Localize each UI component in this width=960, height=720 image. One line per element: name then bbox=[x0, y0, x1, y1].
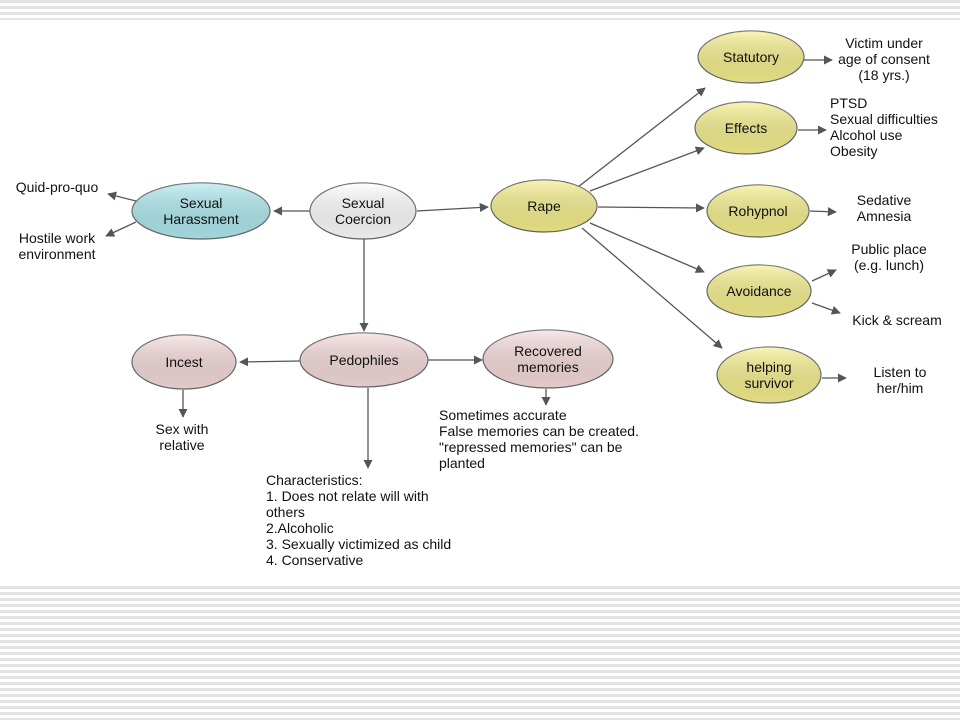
node-label-statutory-line-0: Statutory bbox=[723, 49, 779, 65]
node-label-helping-survivor-line-0: helping bbox=[746, 359, 791, 375]
node-label-rohypnol-line-0: Rohypnol bbox=[728, 203, 787, 219]
edge-rape-to-statutory bbox=[577, 87, 706, 188]
top-stripe-band bbox=[0, 0, 960, 20]
edge-sexual-harassment-to-quid-pro-quo bbox=[107, 191, 137, 202]
node-statutory: Statutory bbox=[697, 30, 805, 84]
label-hostile-work-line-1: environment bbox=[18, 246, 95, 262]
label-listen-line-1: her/him bbox=[877, 380, 924, 396]
edge-rape-to-avoidance bbox=[589, 222, 705, 273]
label-characteristics-line-4: 3. Sexually victimized as child bbox=[266, 536, 451, 552]
node-label-sexual-coercion-line-1: Coercion bbox=[335, 211, 391, 227]
edges-layer bbox=[105, 55, 847, 469]
label-kick-scream-line-0: Kick & scream bbox=[852, 312, 941, 328]
label-victim-under-line-2: (18 yrs.) bbox=[858, 67, 909, 83]
node-shading-recovered-memories bbox=[483, 330, 613, 388]
label-public-place-line-1: (e.g. lunch) bbox=[854, 257, 924, 273]
label-sex-relative-line-1: relative bbox=[159, 437, 204, 453]
node-shading-rape bbox=[491, 180, 597, 232]
label-quid-pro-quo-line-0: Quid-pro-quo bbox=[16, 179, 99, 195]
edge-sexual-coercion-to-rape bbox=[416, 202, 489, 213]
label-characteristics: Characteristics:1. Does not relate will … bbox=[266, 472, 451, 568]
label-victim-under-line-0: Victim under bbox=[845, 35, 923, 51]
node-label-sexual-coercion-line-0: Sexual bbox=[342, 195, 385, 211]
edge-pedophiles-to-incest bbox=[239, 357, 301, 367]
label-characteristics-line-0: Characteristics: bbox=[266, 472, 362, 488]
node-rohypnol: Rohypnol bbox=[706, 184, 810, 238]
node-label-incest-line-0: Incest bbox=[165, 354, 202, 370]
node-label-sexual-harassment-line-0: Sexual bbox=[180, 195, 223, 211]
node-shading-sexual-coercion bbox=[310, 183, 416, 239]
label-characteristics-line-1: 1. Does not relate will with bbox=[266, 488, 429, 504]
edge-avoidance-to-public-place bbox=[811, 269, 837, 282]
edge-rohypnol-to-sedative bbox=[809, 207, 837, 217]
node-label-rape-line-0: Rape bbox=[527, 198, 561, 214]
bottom-stripe-band bbox=[0, 586, 960, 720]
node-shading-incest bbox=[132, 335, 236, 389]
node-shading-pedophiles bbox=[300, 333, 428, 387]
node-avoidance: Avoidance bbox=[706, 264, 812, 318]
label-characteristics-line-3: 2.Alcoholic bbox=[266, 520, 334, 536]
nodes-layer: SexualHarassmentSexualCoercionRapeStatut… bbox=[131, 30, 822, 404]
node-shading-avoidance bbox=[707, 265, 811, 317]
node-shading-statutory bbox=[698, 31, 804, 83]
edge-rape-to-effects bbox=[589, 146, 705, 192]
node-pedophiles: Pedophiles bbox=[299, 332, 429, 388]
label-memories-notes-line-0: Sometimes accurate bbox=[439, 407, 567, 423]
edge-rape-to-rohypnol bbox=[597, 203, 705, 213]
node-label-avoidance-line-0: Avoidance bbox=[726, 283, 791, 299]
node-shading-rohypnol bbox=[707, 185, 809, 237]
node-incest: Incest bbox=[131, 334, 237, 390]
label-victim-under-line-1: age of consent bbox=[838, 51, 930, 67]
node-effects: Effects bbox=[694, 101, 798, 155]
label-quid-pro-quo: Quid-pro-quo bbox=[16, 179, 99, 195]
label-memories-notes-line-3: planted bbox=[439, 455, 485, 471]
edge-sexual-harassment-to-hostile-work bbox=[105, 221, 137, 237]
label-memories-notes-line-2: "repressed memories" can be bbox=[439, 439, 623, 455]
label-sedative-line-0: Sedative bbox=[857, 192, 912, 208]
node-label-helping-survivor-line-1: survivor bbox=[744, 375, 793, 391]
label-characteristics-line-5: 4. Conservative bbox=[266, 552, 363, 568]
label-listen-line-0: Listen to bbox=[874, 364, 927, 380]
node-label-sexual-harassment-line-1: Harassment bbox=[163, 211, 239, 227]
label-effects-list-line-2: Alcohol use bbox=[830, 127, 903, 143]
label-public-place-line-0: Public place bbox=[851, 241, 927, 257]
node-label-recovered-memories-line-1: memories bbox=[517, 359, 578, 375]
label-effects-list-line-1: Sexual difficulties bbox=[830, 111, 938, 127]
label-effects-list-line-3: Obesity bbox=[830, 143, 877, 159]
label-public-place: Public place(e.g. lunch) bbox=[851, 241, 927, 273]
node-label-pedophiles-line-0: Pedophiles bbox=[329, 352, 398, 368]
label-characteristics-line-2: others bbox=[266, 504, 305, 520]
edge-rape-to-helping-survivor bbox=[581, 227, 723, 349]
node-label-recovered-memories-line-0: Recovered bbox=[514, 343, 582, 359]
label-effects-list-line-0: PTSD bbox=[830, 95, 867, 111]
label-sex-relative-line-0: Sex with bbox=[156, 421, 209, 437]
edge-avoidance-to-kick-scream bbox=[811, 302, 841, 315]
node-label-effects-line-0: Effects bbox=[725, 120, 768, 136]
node-shading-sexual-harassment bbox=[132, 183, 270, 239]
node-shading-helping-survivor bbox=[717, 347, 821, 403]
label-kick-scream: Kick & scream bbox=[852, 312, 941, 328]
label-hostile-work-line-0: Hostile work bbox=[19, 230, 96, 246]
label-sedative-line-1: Amnesia bbox=[857, 208, 912, 224]
node-shading-effects bbox=[695, 102, 797, 154]
label-memories-notes-line-1: False memories can be created. bbox=[439, 423, 639, 439]
node-rape: Rape bbox=[490, 179, 598, 233]
